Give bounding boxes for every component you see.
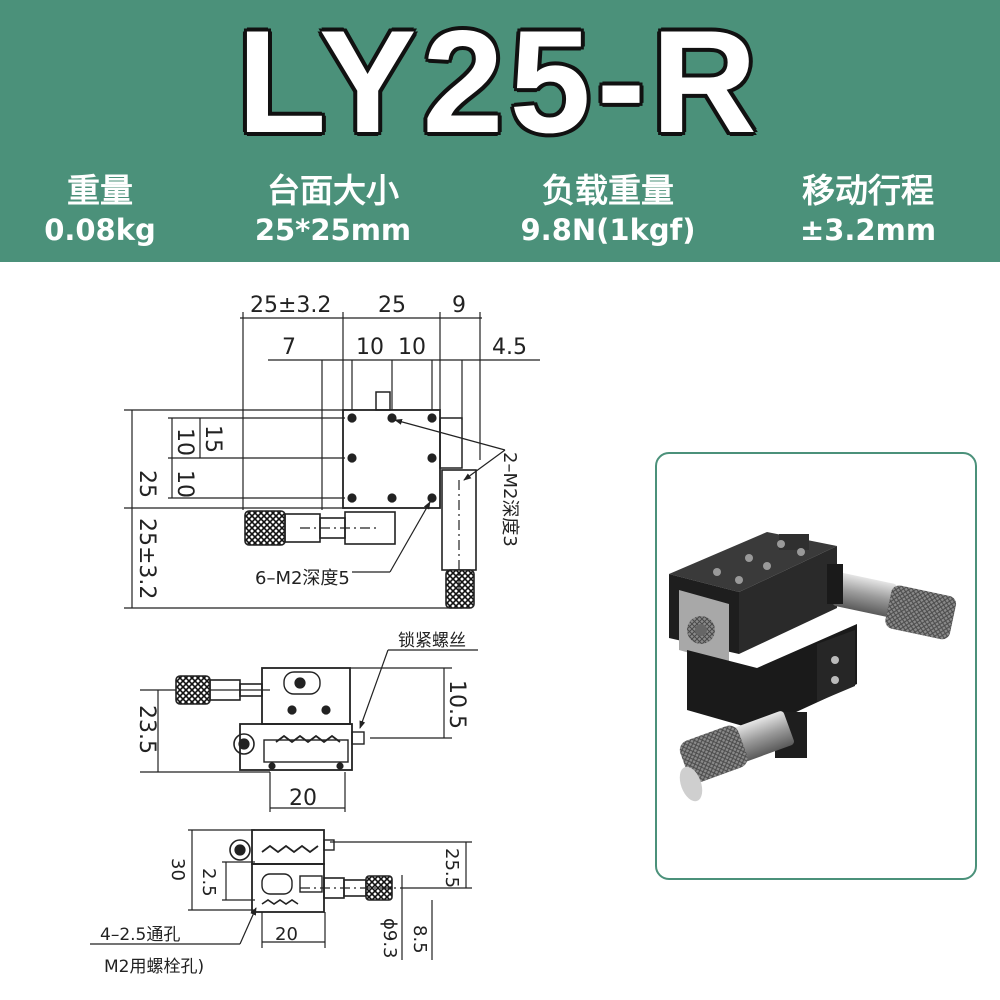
- dim-left-25-travel: 25±3.2: [134, 518, 159, 599]
- spec-load: 负载重量 9.8N(1kgf): [483, 170, 733, 248]
- dim-front-height-right: 10.5: [444, 680, 469, 729]
- product-title: LY25-R: [237, 0, 763, 163]
- spec-travel: 移动行程 ±3.2mm: [743, 170, 993, 248]
- dim-front-width: 20: [289, 786, 317, 811]
- dim-left-10a: 10: [172, 428, 197, 456]
- spec-weight-value: 0.08kg: [44, 213, 156, 247]
- spec-weight-label: 重量: [67, 171, 133, 210]
- dim-top-left: 25±3.2: [250, 293, 331, 318]
- dim-second-right: 4.5: [492, 335, 527, 360]
- dim-second-mid-a: 10: [356, 335, 384, 360]
- header-banner: [0, 0, 1000, 262]
- dim-side-height-2-5: 2.5: [198, 868, 219, 897]
- front-view-labels: 锁紧螺丝 10.5 23.5 20: [134, 631, 469, 811]
- dim-top-right: 9: [452, 293, 466, 318]
- dim-top-mid: 25: [378, 293, 406, 318]
- top-view: [124, 312, 540, 609]
- spec-table-size-value: 25*25mm: [254, 213, 412, 247]
- dim-left-10b: 10: [172, 470, 197, 498]
- side-view: [90, 829, 472, 960]
- note-side-holes: 2–M2深度3: [499, 452, 520, 547]
- dim-left-15: 15: [200, 425, 225, 453]
- dim-second-mid-b: 10: [398, 335, 426, 360]
- spec-load-value: 9.8N(1kgf): [520, 213, 696, 247]
- dim-left-25: 25: [134, 470, 159, 498]
- top-view-labels: 25±3.2 25 9 7 10 10 4.5 25 15 10 10 25±3…: [134, 293, 527, 599]
- dim-second-left: 7: [282, 335, 296, 360]
- spec-travel-label: 移动行程: [802, 171, 934, 210]
- spec-travel-value: ±3.2mm: [799, 213, 937, 247]
- spec-load-label: 负载重量: [542, 171, 674, 210]
- note-through-holes: 4–2.5通孔: [100, 925, 180, 945]
- spec-weight: 重量 0.08kg: [0, 170, 225, 248]
- dim-side-width-20: 20: [275, 924, 298, 945]
- dim-side-height-25-5: 25.5: [441, 848, 462, 888]
- front-view: [140, 649, 478, 812]
- dim-side-dia: ϕ9.3: [379, 918, 400, 959]
- product-photo-frame: [655, 452, 977, 880]
- product-photo: [669, 532, 957, 802]
- dim-side-height-8-5: 8.5: [409, 925, 430, 954]
- side-view-labels: 30 2.5 25.5 20 ϕ9.3 8.5 4–2.5通孔 M2用螺栓孔): [100, 848, 462, 977]
- spec-table-size: 台面大小 25*25mm: [208, 170, 458, 248]
- note-bolt-holes: M2用螺栓孔): [104, 957, 204, 977]
- note-top-holes: 6–M2深度5: [255, 568, 350, 589]
- label-lock-screw: 锁紧螺丝: [398, 631, 466, 651]
- spec-table-size-label: 台面大小: [267, 171, 399, 210]
- dim-side-height-30: 30: [167, 858, 188, 881]
- dim-front-height-left: 23.5: [134, 705, 159, 754]
